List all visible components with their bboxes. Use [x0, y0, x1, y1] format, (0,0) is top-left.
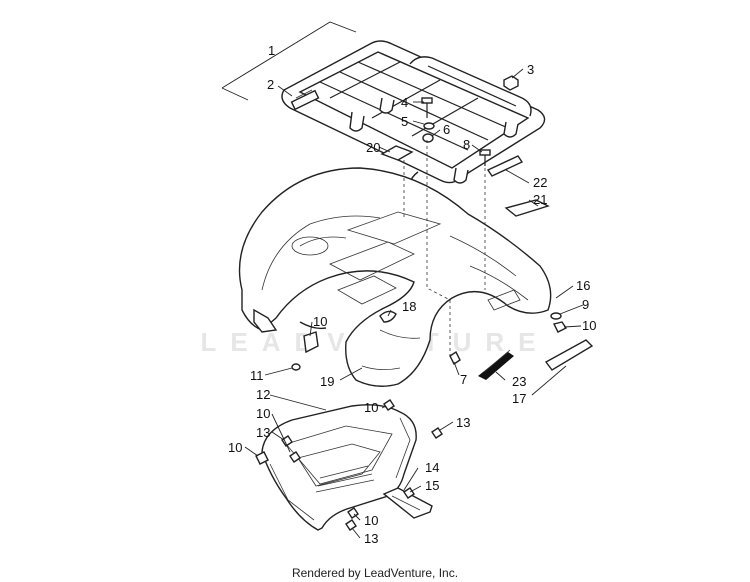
- rear-rack[interactable]: [221, 21, 546, 215]
- callout-22: 22: [533, 175, 547, 190]
- decal-20[interactable]: [380, 145, 414, 161]
- clip-11[interactable]: [291, 363, 301, 371]
- footer-credit: Rendered by LeadVenture, Inc.: [291, 566, 459, 580]
- callout-18: 18: [402, 299, 416, 314]
- hardware-4-bolt[interactable]: [421, 97, 433, 118]
- footrest-14[interactable]: [382, 487, 433, 519]
- footwell-left[interactable]: [261, 404, 417, 531]
- screw-7[interactable]: [449, 350, 461, 366]
- bracket-10[interactable]: [303, 331, 319, 354]
- washer-9[interactable]: [550, 312, 562, 320]
- fastener-10b[interactable]: [255, 451, 269, 465]
- callout-17: 17: [512, 391, 526, 406]
- callout-14: 14: [425, 460, 439, 475]
- callout-6: 6: [443, 122, 450, 137]
- hardware-5-washer[interactable]: [423, 122, 435, 130]
- callout-11: 11: [250, 368, 264, 383]
- hardware-6-nut[interactable]: [422, 133, 434, 143]
- callout-21: 21: [533, 192, 547, 207]
- callout-10-bottom: 10: [364, 513, 378, 528]
- callout-16: 16: [576, 278, 590, 293]
- callout-20: 20: [366, 140, 380, 155]
- callout-10-mid: 10: [364, 400, 378, 415]
- screw-15[interactable]: [403, 487, 415, 499]
- callout-10-left: 10: [256, 406, 270, 421]
- callout-13-left: 13: [256, 425, 270, 440]
- hardware-3-nut[interactable]: [503, 75, 519, 91]
- decal-21[interactable]: [504, 199, 550, 217]
- callout-10-upper: 10: [313, 314, 327, 329]
- callout-23: 23: [512, 374, 526, 389]
- fastener-10c[interactable]: [383, 399, 395, 411]
- callout-7: 7: [460, 372, 467, 387]
- stripe-decal-17[interactable]: [544, 339, 594, 371]
- leader-lines: [244, 68, 584, 539]
- stripe-decal-23[interactable]: [478, 352, 514, 380]
- callout-1: 1: [268, 43, 275, 58]
- callout-8: 8: [463, 137, 470, 152]
- callout-labels: 1 2 3 4 5 6 8 20 22 21 16 9 10 18 10 11 …: [228, 43, 596, 546]
- grommet-18[interactable]: [379, 310, 397, 323]
- callout-5: 5: [401, 114, 408, 129]
- callout-9: 9: [582, 297, 589, 312]
- callout-19: 19: [320, 374, 334, 389]
- callout-15: 15: [425, 478, 439, 493]
- callout-13-bottom: 13: [364, 531, 378, 546]
- fastener-13b[interactable]: [431, 427, 443, 439]
- callout-2: 2: [267, 77, 274, 92]
- callout-10-right: 10: [582, 318, 596, 333]
- callout-12: 12: [256, 387, 270, 402]
- callout-3: 3: [527, 62, 534, 77]
- callout-10-far-left: 10: [228, 440, 242, 455]
- callout-4: 4: [401, 95, 408, 110]
- fastener-10a[interactable]: [289, 451, 301, 463]
- nut-10-right[interactable]: [552, 321, 568, 333]
- fastener-13c[interactable]: [345, 519, 357, 531]
- fastener-13a[interactable]: [281, 435, 293, 447]
- hardware-8-bolt[interactable]: [479, 149, 491, 166]
- rear-fender[interactable]: [238, 167, 552, 387]
- callout-13-right: 13: [456, 415, 470, 430]
